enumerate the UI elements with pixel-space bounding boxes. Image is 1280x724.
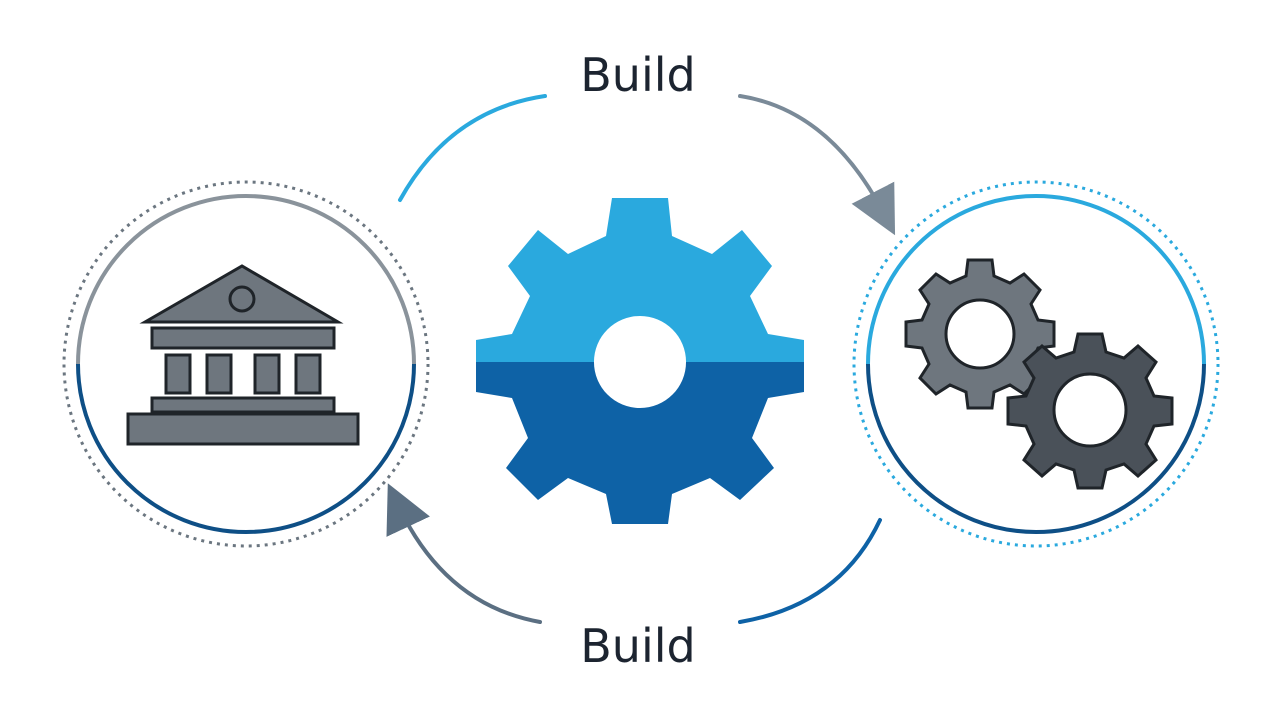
top-label: Build [580, 48, 696, 102]
bank-building-icon [126, 264, 360, 446]
arc-bottom-right [738, 518, 882, 624]
two-gears-icon [904, 258, 1174, 490]
bottom-label: Build [580, 619, 696, 673]
arc-top-left [398, 94, 547, 202]
arc-bottom-left [386, 483, 542, 624]
right-node [852, 180, 1220, 548]
left-node [62, 180, 430, 548]
gear-icon [476, 198, 804, 524]
arc-top-right [738, 94, 896, 236]
